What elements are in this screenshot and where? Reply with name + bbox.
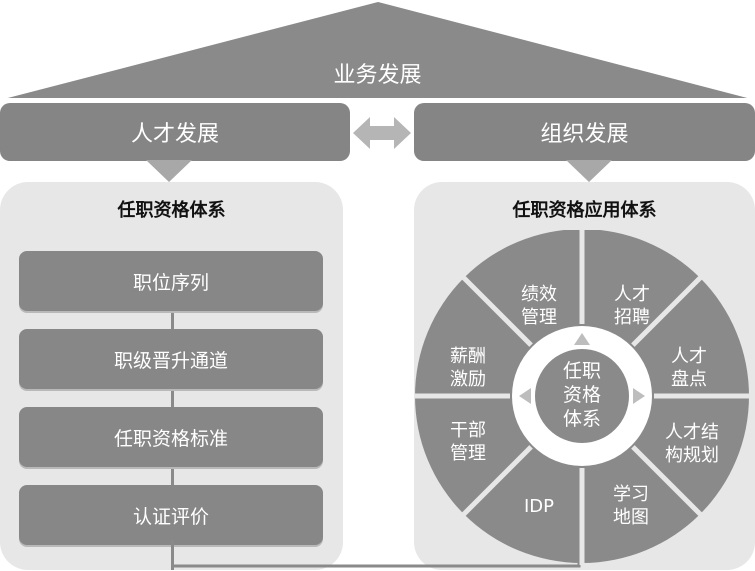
segment-compensation: 薪酬 激励 bbox=[450, 346, 486, 390]
right-down-pointer bbox=[566, 160, 612, 182]
segment-learning-map: 学习 地图 bbox=[613, 484, 649, 528]
talent-development-box: 人才发展 bbox=[0, 103, 350, 161]
arrow-icon bbox=[519, 388, 531, 404]
organization-development-box: 组织发展 bbox=[414, 103, 755, 161]
segment-talent-structure: 人才结 构规划 bbox=[665, 422, 719, 466]
left-down-pointer bbox=[146, 160, 192, 182]
double-arrow-icon bbox=[353, 117, 411, 149]
item-job-sequence-label: 职位序列 bbox=[132, 271, 209, 294]
segment-talent-review: 人才 盘点 bbox=[671, 346, 707, 390]
item-promotion-channel: 职级晋升通道 bbox=[19, 329, 323, 389]
roof-shape bbox=[0, 2, 755, 103]
qualification-application-title: 任职资格应用体系 bbox=[512, 200, 657, 221]
ring-center-label: 任职 资格 体系 bbox=[562, 360, 601, 430]
roof-title: 业务发展 bbox=[333, 63, 422, 88]
segment-divider bbox=[631, 445, 704, 518]
qualification-system-title: 任职资格体系 bbox=[117, 200, 226, 221]
item-job-sequence: 职位序列 bbox=[19, 251, 323, 311]
talent-development-label: 人才发展 bbox=[130, 122, 219, 147]
organization-development-label: 组织发展 bbox=[540, 122, 629, 147]
segment-idp: IDP bbox=[523, 495, 555, 517]
ring-center bbox=[535, 349, 629, 443]
item-qualification-standard: 任职资格标准 bbox=[19, 407, 323, 467]
item-qualification-standard-label: 任职资格标准 bbox=[113, 427, 228, 450]
item-certification-evaluation: 认证评价 bbox=[19, 485, 323, 545]
segment-divider bbox=[631, 274, 704, 347]
qualification-system-panel: 任职资格体系 职位序列 职级晋升通道 任职资格标准 认证评价 bbox=[0, 182, 343, 570]
arrow-icon bbox=[574, 333, 590, 345]
item-certification-evaluation-label: 认证评价 bbox=[132, 505, 209, 528]
item-promotion-channel-label: 职级晋升通道 bbox=[113, 349, 228, 372]
segment-recruitment: 人才 招聘 bbox=[614, 284, 650, 328]
segment-cadre-management: 干部 管理 bbox=[450, 420, 486, 464]
application-ring bbox=[414, 230, 751, 565]
segment-divider bbox=[460, 274, 533, 347]
segment-divider bbox=[460, 445, 533, 518]
segment-performance: 绩效 管理 bbox=[521, 284, 557, 328]
arrow-icon bbox=[633, 388, 645, 404]
